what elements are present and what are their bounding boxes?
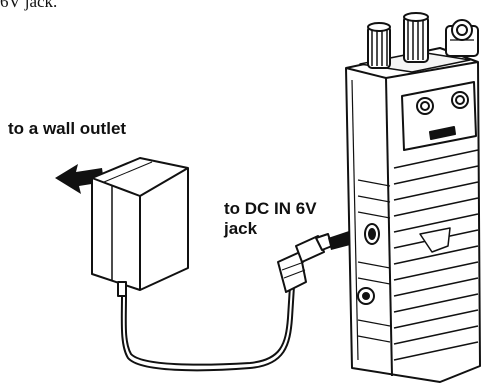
- cropped-instruction-text: 6V jack.: [0, 0, 58, 11]
- dc-in-label-line2: jack: [224, 219, 258, 238]
- front-plate: [401, 81, 477, 151]
- dc-in-label-line1: to DC IN 6V: [224, 199, 317, 218]
- antenna-connector: [445, 19, 479, 57]
- belt-clip: [419, 227, 451, 253]
- power-cable: [120, 285, 295, 372]
- ac-adapter: [91, 157, 189, 297]
- dc-in-jack: [364, 223, 380, 245]
- dc-in-label: to DC IN 6V jack: [224, 199, 317, 239]
- side-grille: [357, 179, 391, 343]
- wall-outlet-label: to a wall outlet: [8, 119, 127, 138]
- dc-plug: [277, 233, 333, 293]
- radio-knobs: [367, 12, 429, 69]
- radio-transceiver: [345, 12, 481, 383]
- wall-outlet-arrow: [55, 164, 104, 194]
- side-connector: [357, 287, 375, 305]
